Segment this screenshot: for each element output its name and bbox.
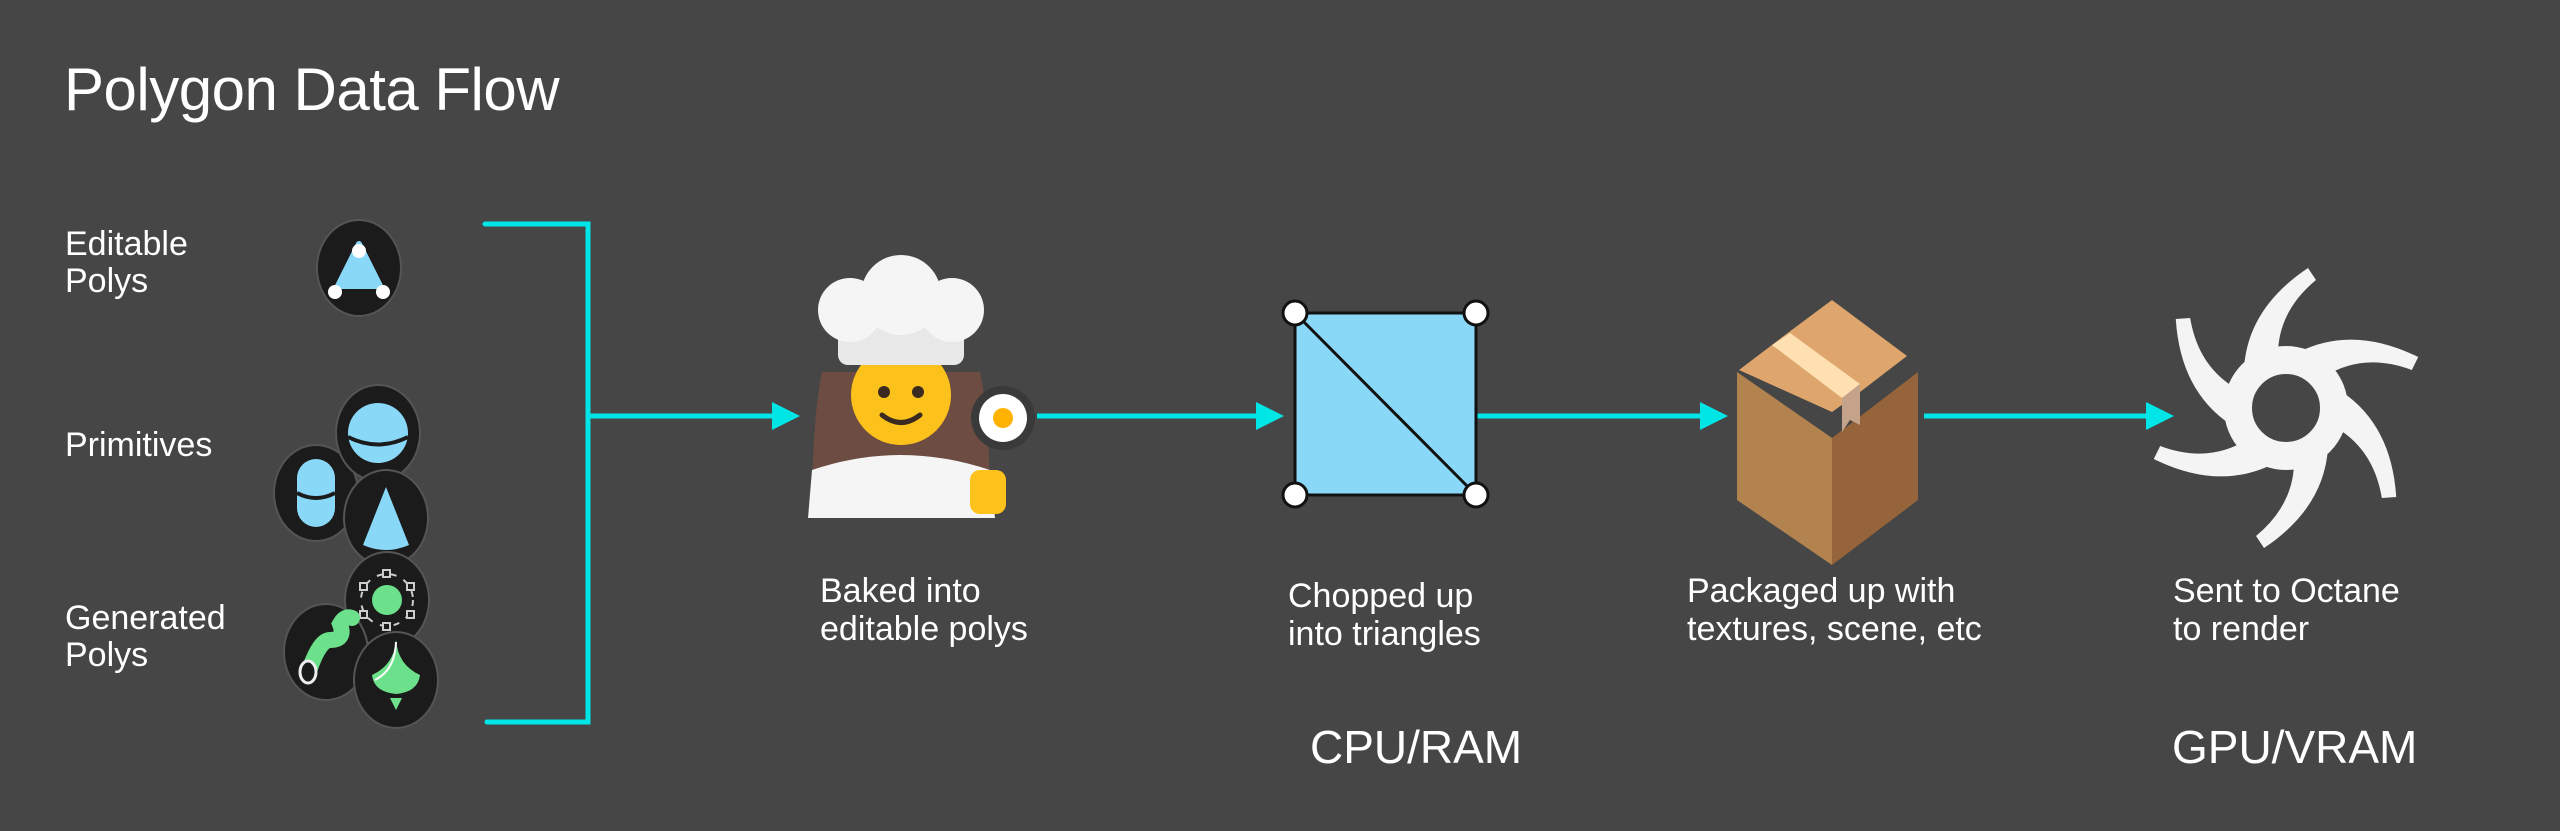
flow-arrow: [1476, 402, 1728, 430]
caption-line: Chopped up: [1288, 577, 1474, 615]
source-label-primitives: Primitives: [65, 427, 212, 464]
source-label-editable-polys: Editable Polys: [65, 226, 188, 300]
label-line: Polys: [65, 262, 149, 300]
stage-label-gpu: GPU/VRAM: [2172, 721, 2418, 773]
caption-line: Packaged up with: [1687, 572, 1956, 610]
triangulated-quad: [1281, 299, 1490, 509]
label-line: Primitives: [65, 426, 213, 464]
caption-line: textures, scene, etc: [1687, 610, 1982, 648]
caption-line: editable polys: [820, 610, 1028, 648]
source-label-generated-polys: Generated Polys: [65, 600, 226, 674]
step-caption-chopped: Chopped up into triangles: [1288, 577, 1481, 653]
caption-line: Baked into: [820, 572, 981, 610]
sphere-primitive-icon: [335, 384, 421, 482]
step-caption-packaged: Packaged up with textures, scene, etc: [1687, 572, 1982, 648]
caption-line: to render: [2173, 610, 2310, 648]
caption-line: Sent to Octane: [2173, 572, 2400, 610]
cloner-generator-icon: [344, 551, 430, 649]
step-caption-baked: Baked into editable polys: [820, 572, 1028, 648]
flow-arrow: [588, 402, 800, 430]
step-caption-sent: Sent to Octane to render: [2173, 572, 2400, 648]
stage-label-cpu: CPU/RAM: [1310, 721, 1523, 773]
capsule-primitive-icon: [273, 444, 359, 542]
source-bracket: [482, 221, 591, 725]
flow-arrow: [1924, 402, 2174, 430]
flow-arrow: [1037, 402, 1284, 430]
sweep-generator-icon: [283, 603, 369, 701]
label-line: Editable: [65, 225, 188, 263]
page-title: Polygon Data Flow: [64, 56, 560, 123]
lathe-generator-icon: [353, 631, 439, 729]
chef-emoji: [808, 255, 1035, 518]
label-line: Generated: [65, 599, 226, 637]
package-box: [1737, 300, 1918, 565]
label-line: Polys: [65, 636, 149, 674]
editable-poly-icon: [316, 219, 402, 317]
caption-line: into triangles: [1288, 615, 1481, 653]
octane-logo: [2143, 268, 2429, 548]
cone-primitive-icon: [343, 469, 429, 567]
